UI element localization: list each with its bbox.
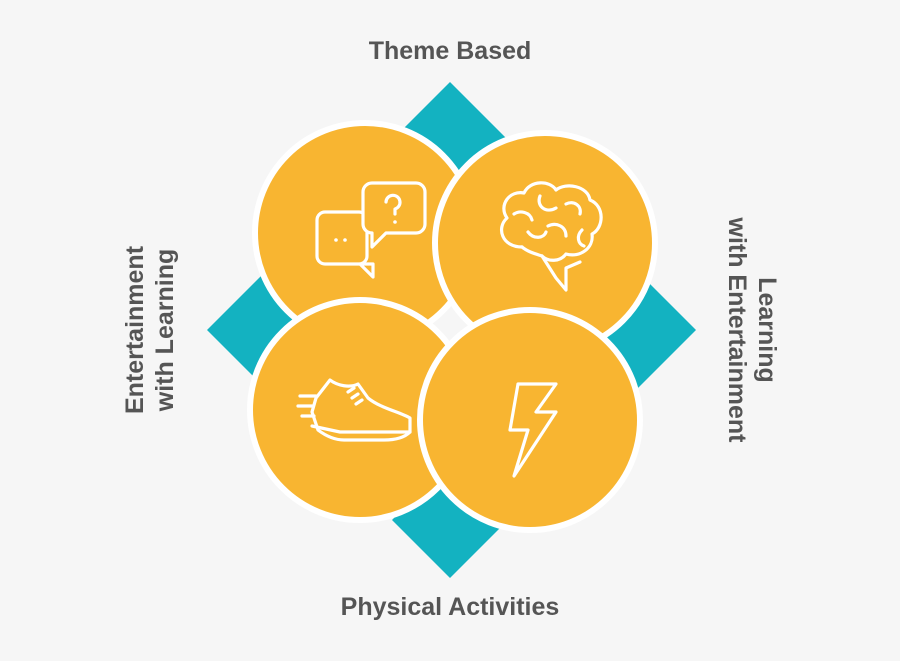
brain-icon xyxy=(500,181,603,292)
label-left-line1: Entertainment xyxy=(121,245,149,415)
label-right-line1: Learning xyxy=(753,277,781,383)
circle-bottom-right xyxy=(417,307,643,533)
label-learning-with-entertainment: Learning with Entertainment xyxy=(722,217,782,442)
chat-bubbles-icon xyxy=(315,181,427,279)
label-left-line2: with Learning xyxy=(151,248,179,412)
lightning-bolt-icon xyxy=(508,382,558,478)
label-entertainment-with-learning: Entertainment with Learning xyxy=(120,246,180,414)
label-theme-based: Theme Based xyxy=(368,37,532,65)
sneaker-icon xyxy=(296,378,412,442)
label-right-line2: with Entertainment xyxy=(723,217,751,443)
label-physical-activities: Physical Activities xyxy=(340,593,560,621)
